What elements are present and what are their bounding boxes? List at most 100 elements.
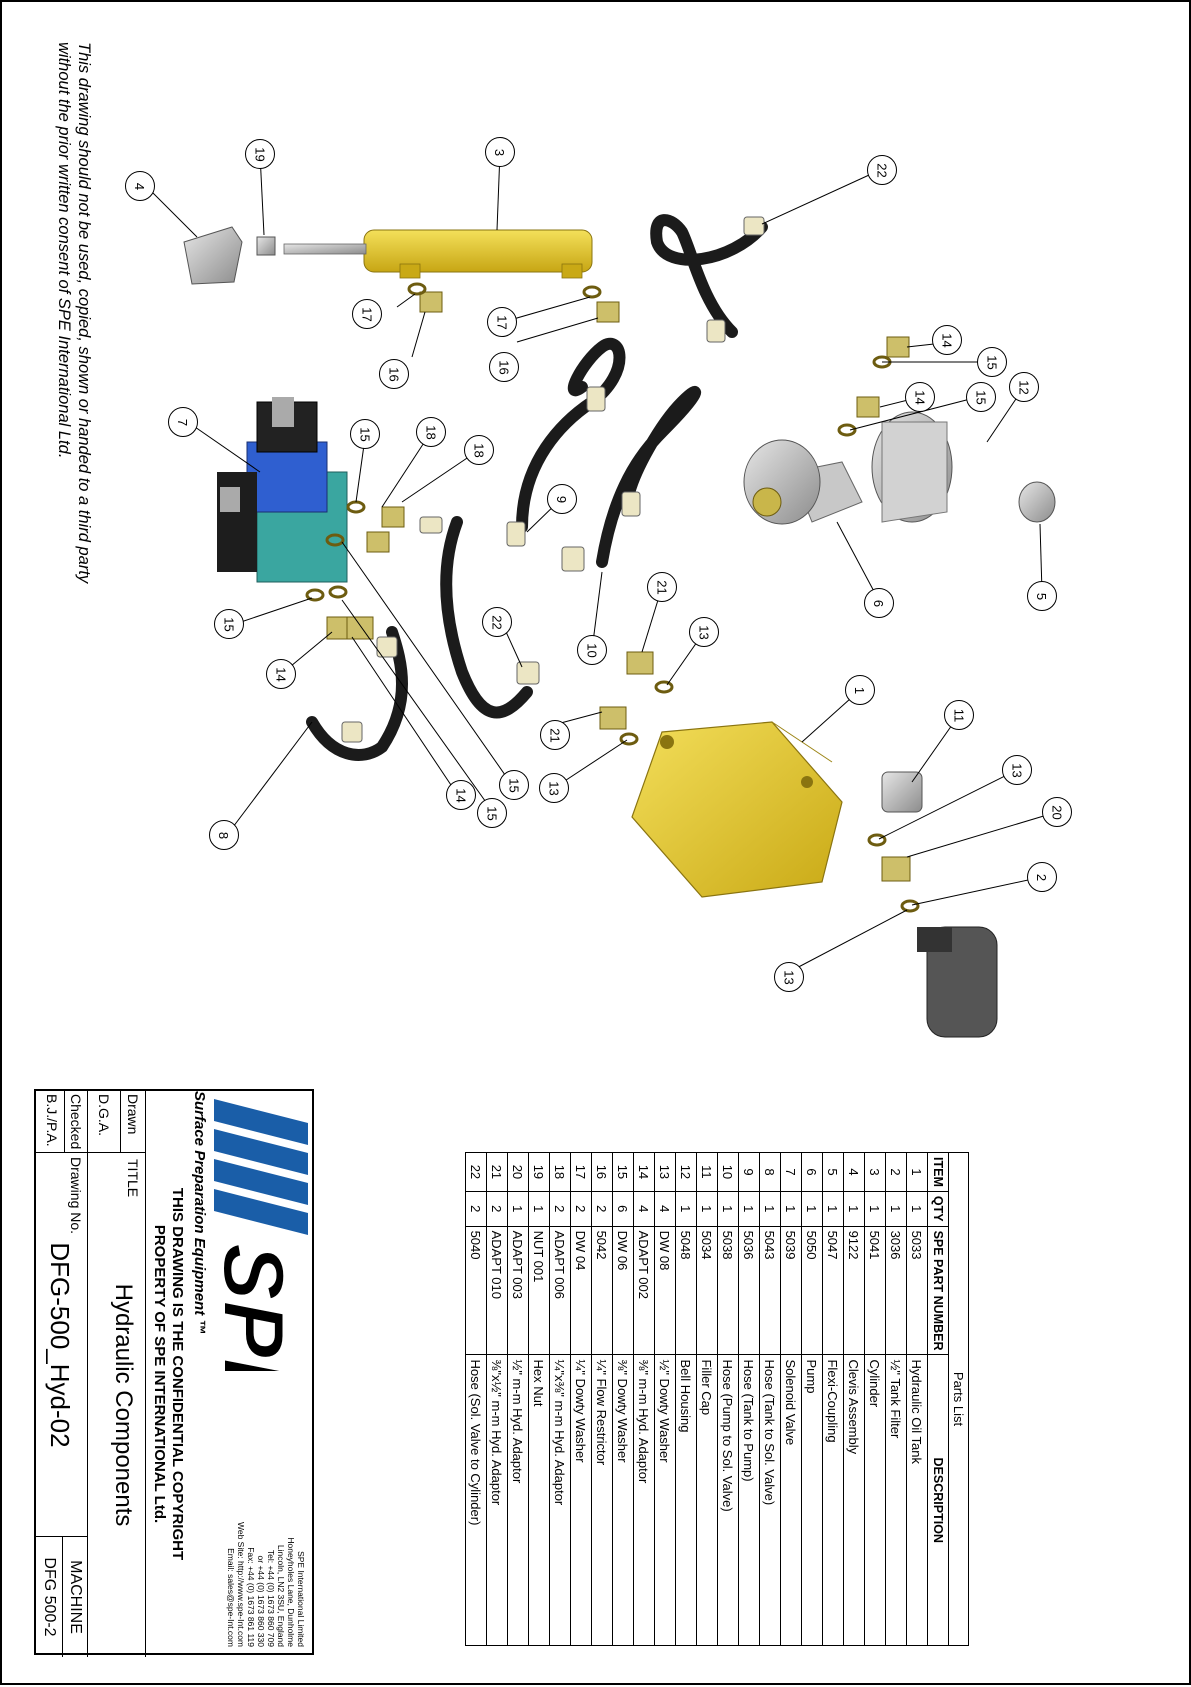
balloon-item-7: 7: [168, 407, 198, 437]
row-description: ⅜" m-m Hyd. Adaptor: [633, 1354, 655, 1646]
row-description: Hose (Tank to Pump): [738, 1354, 760, 1646]
row-qty: 1: [717, 1191, 739, 1227]
row-item: 19: [528, 1152, 550, 1192]
row-qty: 4: [633, 1191, 655, 1227]
row-description: Hose (Sol. Valve to Cylinder): [465, 1354, 487, 1646]
row-qty: 1: [822, 1191, 844, 1227]
row-qty: 1: [759, 1191, 781, 1227]
balloon-item-12: 12: [1009, 372, 1039, 402]
row-item: 13: [654, 1152, 676, 1192]
balloon-item-6: 6: [864, 588, 894, 618]
confidentiality-statement: THIS DRAWING IS THE CONFIDENTIAL COPYRIG…: [150, 1091, 186, 1657]
balloon-item-21-b: 21: [540, 720, 570, 750]
solenoid-valve-part: [217, 397, 348, 583]
row-part-number: 5043: [759, 1226, 781, 1355]
drawing-number: DFG-500_Hyd-02: [45, 1242, 75, 1448]
confidential-line-2: PROPERTY OF SPE INTERNATIONAL Ltd.: [151, 1224, 168, 1524]
row-part-number: 5040: [465, 1226, 487, 1355]
balloon-item-4: 4: [125, 171, 155, 201]
address-line: Tel: +44 (0) 1673 860 709: [266, 1549, 276, 1647]
hose-8: [306, 626, 408, 761]
address-line: Email: sales@spe-Int.com: [226, 1548, 236, 1647]
balloon-item-22-a: 22: [867, 155, 897, 185]
balloon-item-8: 8: [209, 820, 239, 850]
row-part-number: ADAPT 003: [507, 1226, 529, 1355]
row-description: Cylinder: [864, 1354, 886, 1646]
parts-list-header-row: ITEM QTY SPE PART NUMBER DESCRIPTION: [927, 1152, 949, 1646]
row-qty: 1: [780, 1191, 802, 1227]
row-part-number: DW 06: [612, 1226, 634, 1355]
row-part-number: ADAPT 002: [633, 1226, 655, 1355]
row-item: 8: [759, 1152, 781, 1192]
balloon-item-21-a: 21: [647, 572, 677, 602]
hose-10: [596, 386, 702, 568]
balloon-item-14-d: 14: [446, 780, 476, 810]
balloon-item-13-c: 13: [1002, 755, 1032, 785]
row-description: Filler Cap: [696, 1354, 718, 1646]
row-part-number: 5039: [780, 1226, 802, 1355]
hose-22-upper: [650, 214, 768, 338]
address-line: SPE International Limited: [296, 1551, 306, 1647]
row-item: 7: [780, 1152, 802, 1192]
hoses: [306, 214, 768, 761]
row-part-number: 5042: [591, 1226, 613, 1355]
row-part-number: 5033: [906, 1226, 928, 1355]
row-description: ⅜"x½" m-m Hyd. Adaptor: [486, 1354, 508, 1646]
machine-cell: MACHINE DFG 500-2: [35, 1537, 87, 1657]
balloon-item-14-a: 14: [932, 325, 962, 355]
drawing-no-cell: Drawing No. DFG-500_Hyd-02: [35, 1153, 87, 1537]
spe-logo-text: SPE: [208, 1243, 301, 1371]
company-tagline: Surface Preparation Equipment ™: [191, 1091, 208, 1335]
row-qty: 1: [864, 1191, 886, 1227]
row-part-number: DW 04: [570, 1226, 592, 1355]
row-item: 16: [591, 1152, 613, 1192]
row-part-number: ADAPT 006: [549, 1226, 571, 1355]
header-item: ITEM: [927, 1152, 949, 1192]
row-description: Hex Nut: [528, 1354, 550, 1646]
row-description: ½" Tank Filter: [885, 1354, 907, 1646]
row-item: 14: [633, 1152, 655, 1192]
drawn-cell: Drawn D.G.A.: [87, 1091, 145, 1153]
balloon-item-13-a: 13: [689, 617, 719, 647]
balloon-item-18-a: 18: [416, 417, 446, 447]
row-qty: 1: [528, 1191, 550, 1227]
company-address: SPE International Limited Honeyholes Lan…: [226, 1391, 306, 1647]
row-description: Hose (Pump to Sol. Valve): [717, 1354, 739, 1646]
balloon-item-18-b: 18: [464, 435, 494, 465]
spe-logo: SPE: [204, 1091, 312, 1419]
address-line: or +44 (0) 1673 860 330: [256, 1555, 266, 1647]
header-part-number: SPE PART NUMBER: [927, 1226, 949, 1355]
balloon-item-15-d: 15: [214, 609, 244, 639]
copyright-notice: This drawing should not be used, copied,…: [54, 42, 94, 583]
row-description: Hose (Tank to Sol. Valve): [759, 1354, 781, 1646]
hydraulic-oil-tank-part: [631, 721, 843, 898]
filter-cap-adaptors: [326, 291, 998, 1038]
row-qty: 1: [906, 1191, 928, 1227]
row-part-number: 5038: [717, 1226, 739, 1355]
row-description: ¼" Flow Restrictor: [591, 1354, 613, 1646]
row-part-number: ADAPT 010: [486, 1226, 508, 1355]
row-qty: 2: [549, 1191, 571, 1227]
row-part-number: 3036: [885, 1226, 907, 1355]
row-item: 6: [801, 1152, 823, 1192]
balloon-item-11: 11: [944, 700, 974, 730]
title-row: Drawn D.G.A. TITLE Hydraulic Components: [87, 1091, 146, 1657]
copyright-line-2: without the prior written consent of SPE…: [55, 42, 73, 459]
spe-logo-graphic: SPE: [204, 1099, 308, 1419]
row-qty: 1: [675, 1191, 697, 1227]
row-description: ½" m-m Hyd. Adaptor: [507, 1354, 529, 1646]
row-qty: 1: [738, 1191, 760, 1227]
row-description: Pump: [801, 1354, 823, 1646]
